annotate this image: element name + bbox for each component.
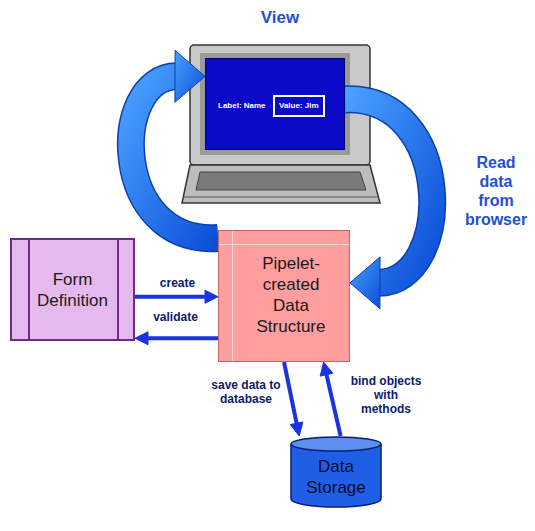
keyboard [196,172,366,190]
flow-arrow [345,99,432,309]
arrow-line [284,362,297,426]
text-wrap: Pipelet-created Data Structure [241,253,341,337]
base-edge [183,197,379,198]
arrow-head [320,362,333,376]
node-text: Pipelet-created Data Structure [249,253,333,337]
node-text: Data Storage [294,456,378,498]
edge-label: bind objects with methods [350,374,422,416]
connector-arrow [135,290,218,303]
grid-line [219,244,349,245]
node-text: Form Definition [32,269,113,311]
monitor-bezel [200,53,350,155]
storage-cylinder: Data Storage [290,436,382,508]
connector-arrow [284,362,303,436]
laptop-base [182,165,380,203]
node-text: Value: Jim [273,95,325,117]
arrow-head [290,422,303,436]
edge-label: save data to database [208,378,284,406]
edge-label: validate [138,310,213,324]
arrow-head [350,257,380,309]
diagram-title: View [230,8,330,28]
process-side-line [28,240,30,339]
data-structure-box: Pipelet-created Data Structure [218,230,350,362]
arrow-line [326,372,341,436]
arrow-shaft-outline [131,76,218,238]
flow-arrow [131,50,218,238]
text-wrap: Data Storage [294,456,378,498]
arrow-line [135,295,208,299]
arrow-head [175,50,205,102]
text-wrap: Form Definition [32,240,113,339]
arrow-head [205,290,218,303]
arrow-shaft [345,99,432,283]
arrow-shaft [131,76,218,238]
arrow-line [145,336,218,340]
node-text: Label: Name [218,101,266,111]
arrow-shaft-outline [345,99,432,283]
predefined-process-box: Form Definition [10,238,135,341]
connector-arrow [135,332,218,345]
edge-label: Read data from browser [460,153,532,229]
edge-label: create [140,276,215,290]
process-side-line [117,240,119,339]
grid-line [232,231,233,361]
cylinder-top [291,437,381,451]
arrow-head [135,332,148,345]
connector-arrow [320,362,340,436]
browser-screen: Label: Name Value: Jim [205,58,345,150]
cylinder-body [291,444,381,507]
monitor-frame [190,45,370,165]
